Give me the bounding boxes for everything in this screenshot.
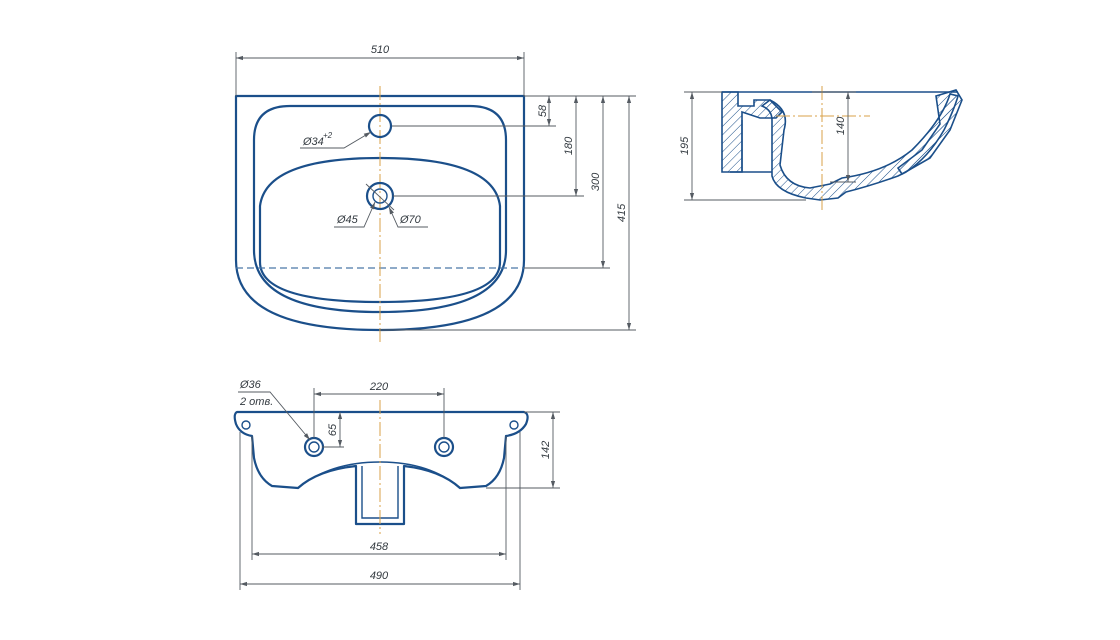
right-mount-hole: [509, 420, 519, 430]
dim-bowl-depth: 300: [590, 172, 602, 191]
dim-rim-height: 142: [540, 441, 552, 459]
drain-outer-leader: [388, 206, 428, 228]
side-view: 195 140: [679, 86, 963, 210]
dim-tap-hole-to-drain: 180: [563, 136, 575, 155]
dim-tap-hole-diameter: Ø34: [302, 136, 324, 148]
dim-tap-hole-offset: 58: [537, 104, 549, 117]
dim-inner-width: 458: [370, 541, 389, 553]
back-view: 220 65 142 458 490 Ø36 2 отв.: [233, 379, 560, 590]
dim-mount-hole-spacing: 220: [369, 381, 389, 393]
drain-inner: [372, 188, 388, 204]
side-rim-section: [896, 89, 963, 176]
dim-bowl-height: 140: [835, 116, 847, 135]
dim-mount-hole-height: 65: [327, 423, 339, 436]
dim-overall-depth: 415: [616, 203, 628, 222]
left-mount-hole: [241, 420, 251, 430]
dim-mount-hole-count: 2 отв.: [239, 396, 273, 408]
dim-overall-width: 510: [371, 44, 390, 56]
back-bowl-curve: [297, 461, 461, 489]
tap-hole-leader: [300, 131, 372, 149]
dim-drain-inner-diameter: Ø45: [336, 214, 359, 226]
right-tap-hole-outer: [433, 436, 455, 458]
mount-hole-leader: [238, 391, 311, 441]
dim-mount-hole-diameter: Ø36: [239, 379, 262, 391]
back-outline: [233, 410, 529, 526]
drain-inner-leader: [334, 201, 376, 228]
top-view: 510 58 180 300 415 Ø34 +2 Ø45 Ø70: [234, 44, 636, 342]
dim-outer-width: 490: [370, 570, 389, 582]
tap-hole: [367, 113, 393, 139]
dim-tap-hole-tolerance: +2: [323, 131, 333, 140]
dim-drain-outer-diameter: Ø70: [399, 214, 422, 226]
dim-overall-height: 195: [679, 136, 691, 155]
left-tap-hole-outer: [303, 436, 325, 458]
